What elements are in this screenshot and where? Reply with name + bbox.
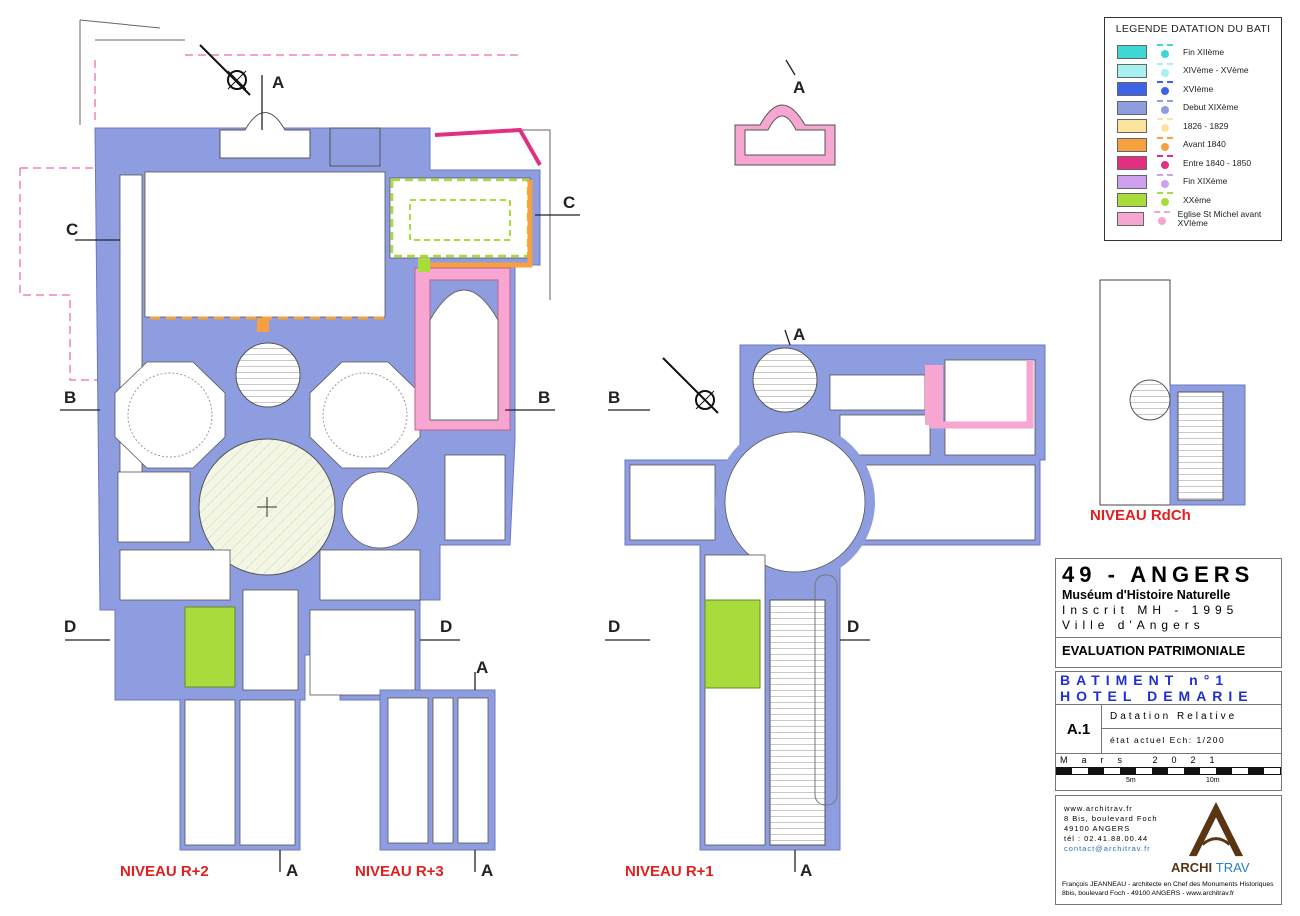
section-label-b: B bbox=[608, 388, 620, 407]
legend-item: Avant 1840 bbox=[1105, 136, 1281, 155]
scale-10m: 10m bbox=[1206, 777, 1220, 784]
legend-item: Entre 1840 - 1850 bbox=[1105, 154, 1281, 173]
sheet-code: A.1 bbox=[1056, 705, 1102, 753]
building-number: BATIMENT n°1 bbox=[1060, 672, 1230, 688]
plan-detail-a bbox=[734, 104, 836, 166]
legend-swatch bbox=[1117, 211, 1144, 226]
study-title: EVALUATION PATRIMONIALE bbox=[1056, 637, 1281, 660]
logo-text: ARCHI TRAV bbox=[1171, 860, 1250, 875]
plan-r3 bbox=[379, 689, 496, 851]
legend-label: Fin XIIème bbox=[1183, 46, 1225, 57]
legend-item: XIVème - XVème bbox=[1105, 62, 1281, 81]
legend-label: Fin XIXème bbox=[1183, 176, 1228, 187]
legend-marker-icon bbox=[1155, 118, 1175, 134]
footer-address: 8bis, boulevard Foch - 49100 ANGERS - ww… bbox=[1062, 890, 1235, 897]
legend-title: LEGENDE DATATION DU BATI bbox=[1115, 23, 1271, 35]
legend-swatch bbox=[1117, 45, 1147, 60]
section-label-a: A bbox=[481, 861, 493, 880]
office-street: 8 Bis, boulevard Foch bbox=[1064, 814, 1158, 823]
legend-marker-icon bbox=[1155, 62, 1175, 79]
legend-label: XVIème bbox=[1183, 83, 1214, 94]
section-label-a: A bbox=[800, 861, 812, 880]
sheet-state-scale: état actuel Ech: 1/200 bbox=[1102, 728, 1281, 752]
legend-marker-icon bbox=[1155, 192, 1175, 208]
legend-swatch bbox=[1117, 137, 1147, 152]
level-label-rdch: NIVEAU RdCh bbox=[1090, 507, 1191, 524]
plan-r1 bbox=[624, 344, 1046, 851]
legend-label: XIVème - XVème bbox=[1183, 65, 1249, 76]
legend-item: XXème bbox=[1105, 191, 1281, 210]
legend-swatch bbox=[1117, 193, 1147, 208]
legend-label: Eglise St Michel avant XVIème bbox=[1177, 208, 1262, 228]
scale-5m: 5m bbox=[1126, 777, 1136, 784]
scale-bar: 5m 10m bbox=[1056, 775, 1281, 786]
legend-swatch bbox=[1117, 100, 1147, 115]
scale-bar-graphic bbox=[1056, 767, 1281, 775]
legend-item: Eglise St Michel avant XVIème bbox=[1105, 208, 1281, 229]
legend-label: Entre 1840 - 1850 bbox=[1183, 157, 1252, 168]
project-place: 49 - ANGERS bbox=[1062, 562, 1255, 587]
section-label-a: A bbox=[286, 861, 298, 880]
section-label-a: A bbox=[793, 325, 805, 344]
north-arrow-icon bbox=[199, 44, 251, 96]
section-label-d: D bbox=[440, 617, 452, 636]
project-owner: Ville d'Angers bbox=[1062, 618, 1205, 632]
architect-block: www.architrav.fr 8 Bis, boulevard Foch 4… bbox=[1055, 795, 1282, 905]
legend-label: 1826 - 1829 bbox=[1183, 120, 1229, 131]
title-block-sheet: BATIMENT n°1 HOTEL DEMARIE A.1 Datation … bbox=[1055, 671, 1282, 791]
legend-marker-icon bbox=[1152, 210, 1170, 227]
title-block-project: 49 - ANGERS Muséum d'Histoire Naturelle … bbox=[1055, 558, 1282, 668]
legend-marker-icon bbox=[1155, 44, 1175, 60]
legend-marker-icon bbox=[1155, 173, 1175, 190]
section-label-d: D bbox=[64, 617, 76, 636]
section-label-d: D bbox=[608, 617, 620, 636]
north-arrow-icon bbox=[662, 357, 719, 414]
legend-label: Avant 1840 bbox=[1183, 139, 1226, 150]
legend-marker-icon bbox=[1155, 81, 1175, 97]
legend-item: 1826 - 1829 bbox=[1105, 117, 1281, 136]
section-label-c: C bbox=[66, 220, 78, 239]
legend-item: XVIème bbox=[1105, 80, 1281, 99]
sheet-date: Mars 2021 bbox=[1056, 753, 1281, 767]
site-outline bbox=[79, 19, 551, 300]
legend-item: Debut XIXème bbox=[1105, 99, 1281, 118]
legend-item: Fin XIXème bbox=[1105, 173, 1281, 192]
project-museum: Muséum d'Histoire Naturelle bbox=[1062, 588, 1231, 602]
section-label-c: C bbox=[563, 193, 575, 212]
legend-swatch bbox=[1117, 119, 1147, 134]
footer-architect: François JEANNEAU - architecte en Chef d… bbox=[1062, 881, 1274, 888]
project-listed: Inscrit MH - 1995 bbox=[1062, 603, 1239, 617]
legend-swatch bbox=[1117, 82, 1147, 97]
architrav-logo bbox=[1188, 801, 1244, 857]
office-email: contact@architrav.fr bbox=[1064, 844, 1151, 853]
section-marks bbox=[60, 59, 870, 872]
level-label-r2: NIVEAU R+2 bbox=[120, 863, 209, 880]
building-name: HOTEL DEMARIE bbox=[1060, 688, 1254, 704]
plan-r2 bbox=[94, 112, 542, 851]
legend-swatch bbox=[1117, 174, 1147, 189]
level-label-r1: NIVEAU R+1 bbox=[625, 863, 714, 880]
legend-marker-icon bbox=[1155, 155, 1175, 171]
legend-marker-icon bbox=[1155, 99, 1175, 116]
legend-label: Debut XIXème bbox=[1183, 102, 1239, 113]
level-label-r3: NIVEAU R+3 bbox=[355, 863, 444, 880]
office-city: 49100 ANGERS bbox=[1064, 824, 1131, 833]
section-label-b: B bbox=[64, 388, 76, 407]
section-label-a: A bbox=[793, 78, 805, 97]
legend-marker-icon bbox=[1155, 136, 1175, 153]
office-phone: tél : 02.41.88.00.44 bbox=[1064, 834, 1149, 843]
section-label-d: D bbox=[847, 617, 859, 636]
legend-item: Fin XIIème bbox=[1105, 43, 1281, 62]
section-label-a: A bbox=[272, 73, 284, 92]
legend: LEGENDE DATATION DU BATI Fin XIIème XIVè… bbox=[1104, 17, 1282, 241]
section-label-a: A bbox=[476, 658, 488, 677]
legend-swatch bbox=[1117, 156, 1147, 171]
sheet-title: Datation Relative bbox=[1110, 711, 1238, 722]
plan-rdch bbox=[1099, 279, 1246, 506]
legend-swatch bbox=[1117, 63, 1147, 78]
legend-label: XXème bbox=[1183, 194, 1211, 205]
section-label-b: B bbox=[538, 388, 550, 407]
office-web: www.architrav.fr bbox=[1064, 804, 1133, 813]
